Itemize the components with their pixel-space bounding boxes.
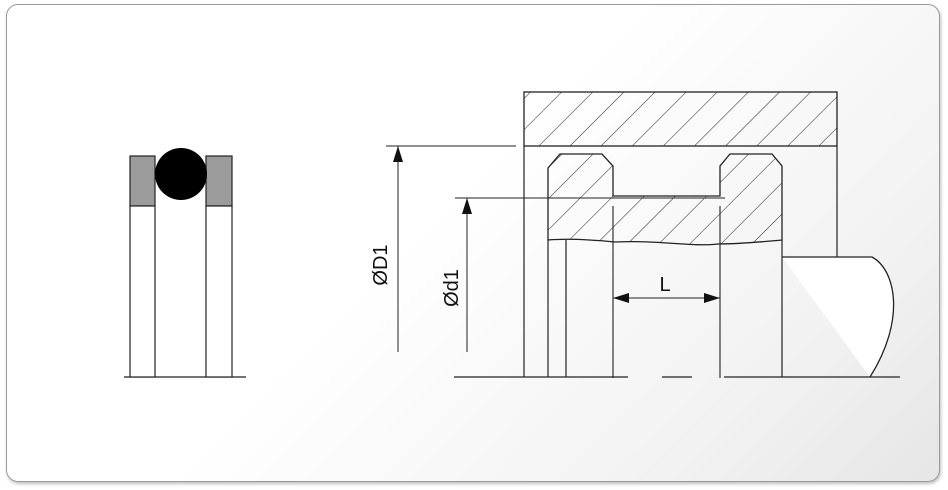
d1-arrow [393, 146, 403, 162]
l-arrow-left [613, 293, 629, 303]
o-ring [155, 148, 207, 200]
housing [523, 91, 838, 147]
piston-gland [547, 153, 783, 246]
left-backup-ring [129, 155, 156, 207]
seal-cross-section [124, 148, 246, 378]
inner-diameter-label: Ød1 [441, 269, 463, 307]
right-ring-body [205, 205, 233, 378]
outer-diameter-label: ØD1 [370, 244, 392, 285]
left-ring-body [129, 205, 156, 378]
diagram-frame [6, 4, 940, 482]
right-backup-ring [205, 155, 233, 207]
groove-width-label: L [659, 274, 670, 296]
rod-end [782, 256, 895, 378]
d1-inner-arrow [462, 198, 472, 214]
installation-drawing: ØD1 Ød1 L [370, 91, 900, 378]
l-arrow-right [704, 293, 720, 303]
